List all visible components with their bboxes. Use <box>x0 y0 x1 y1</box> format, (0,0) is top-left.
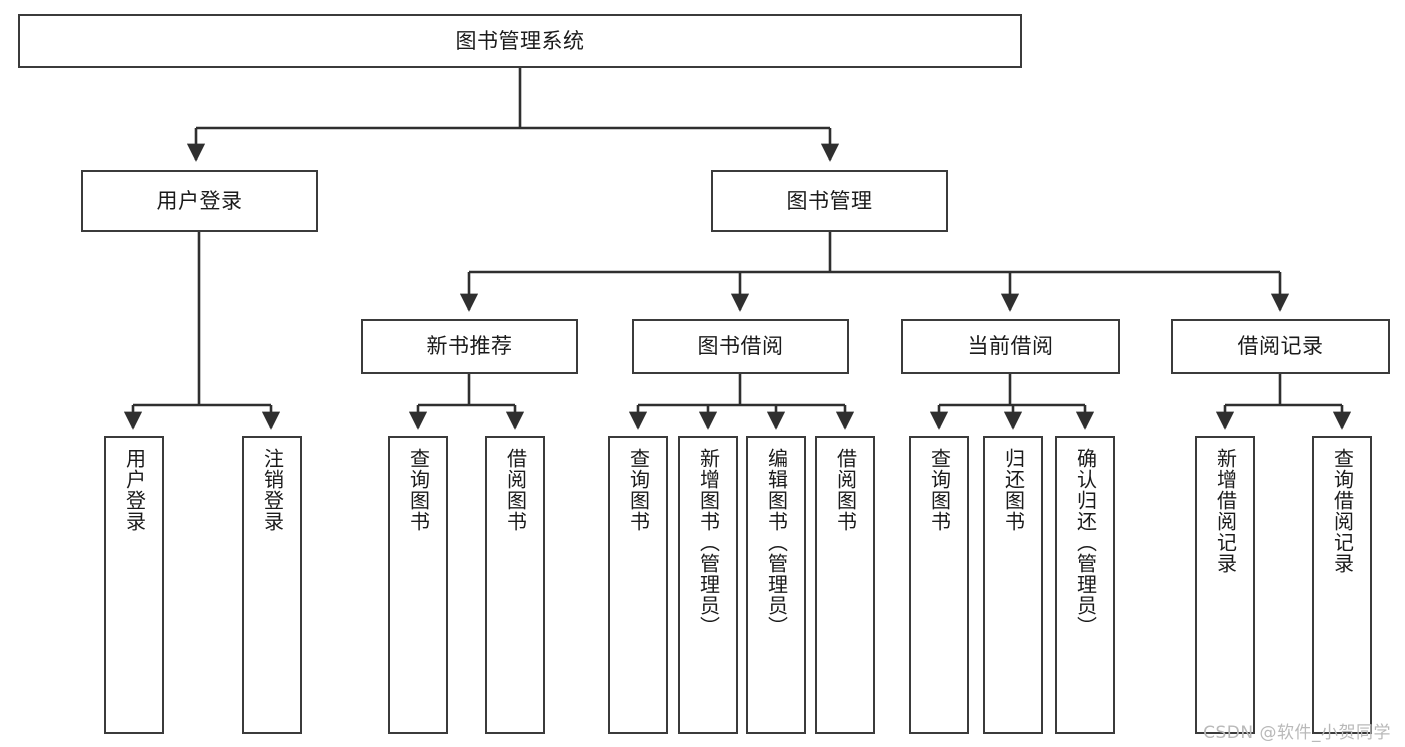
node-leaf-logout-label: 注销登录 <box>260 448 285 532</box>
node-user-login[interactable]: 用户登录 <box>81 170 318 232</box>
node-leaf-confirm-return-label: 确认归还（管理员） <box>1073 448 1098 637</box>
node-new-book-recommend-label: 新书推荐 <box>426 334 513 359</box>
node-leaf-query-record-label: 查询借阅记录 <box>1330 448 1355 574</box>
csdn-watermark: CSDN @软件_小贺同学 <box>1203 723 1391 743</box>
node-current-borrow-label: 当前借阅 <box>967 334 1054 359</box>
node-root[interactable]: 图书管理系统 <box>18 14 1022 68</box>
node-leaf-return-book[interactable]: 归还图书 <box>983 436 1043 734</box>
node-leaf-add-book[interactable]: 新增图书（管理员） <box>678 436 738 734</box>
node-leaf-logout[interactable]: 注销登录 <box>242 436 302 734</box>
node-new-book-recommend[interactable]: 新书推荐 <box>361 319 578 374</box>
node-leaf-add-book-label: 新增图书（管理员） <box>696 448 721 637</box>
node-leaf-add-record[interactable]: 新增借阅记录 <box>1195 436 1255 734</box>
node-leaf-borrow-book-1[interactable]: 借阅图书 <box>485 436 545 734</box>
node-leaf-edit-book-label: 编辑图书（管理员） <box>764 448 789 637</box>
node-leaf-return-book-label: 归还图书 <box>1001 448 1026 532</box>
node-book-borrow-label: 图书借阅 <box>697 334 784 359</box>
node-leaf-query-book-1[interactable]: 查询图书 <box>388 436 448 734</box>
node-current-borrow[interactable]: 当前借阅 <box>901 319 1120 374</box>
node-leaf-query-book-3-label: 查询图书 <box>927 448 952 532</box>
node-user-login-label: 用户登录 <box>156 188 243 213</box>
node-leaf-query-book-2-label: 查询图书 <box>626 448 651 532</box>
node-leaf-query-record[interactable]: 查询借阅记录 <box>1312 436 1372 734</box>
node-book-manage-label: 图书管理 <box>786 188 873 213</box>
node-leaf-user-login[interactable]: 用户登录 <box>104 436 164 734</box>
node-leaf-query-book-1-label: 查询图书 <box>406 448 431 532</box>
node-book-borrow[interactable]: 图书借阅 <box>632 319 849 374</box>
node-book-manage[interactable]: 图书管理 <box>711 170 948 232</box>
node-leaf-user-login-label: 用户登录 <box>122 448 147 532</box>
node-leaf-query-book-3[interactable]: 查询图书 <box>909 436 969 734</box>
node-leaf-borrow-book-2-label: 借阅图书 <box>833 448 858 532</box>
node-borrow-record[interactable]: 借阅记录 <box>1171 319 1390 374</box>
node-leaf-borrow-book-1-label: 借阅图书 <box>503 448 528 532</box>
node-leaf-borrow-book-2[interactable]: 借阅图书 <box>815 436 875 734</box>
node-leaf-confirm-return[interactable]: 确认归还（管理员） <box>1055 436 1115 734</box>
node-leaf-add-record-label: 新增借阅记录 <box>1213 448 1238 574</box>
node-root-label: 图书管理系统 <box>455 28 585 53</box>
node-leaf-edit-book[interactable]: 编辑图书（管理员） <box>746 436 806 734</box>
node-leaf-query-book-2[interactable]: 查询图书 <box>608 436 668 734</box>
node-borrow-record-label: 借阅记录 <box>1237 334 1324 359</box>
